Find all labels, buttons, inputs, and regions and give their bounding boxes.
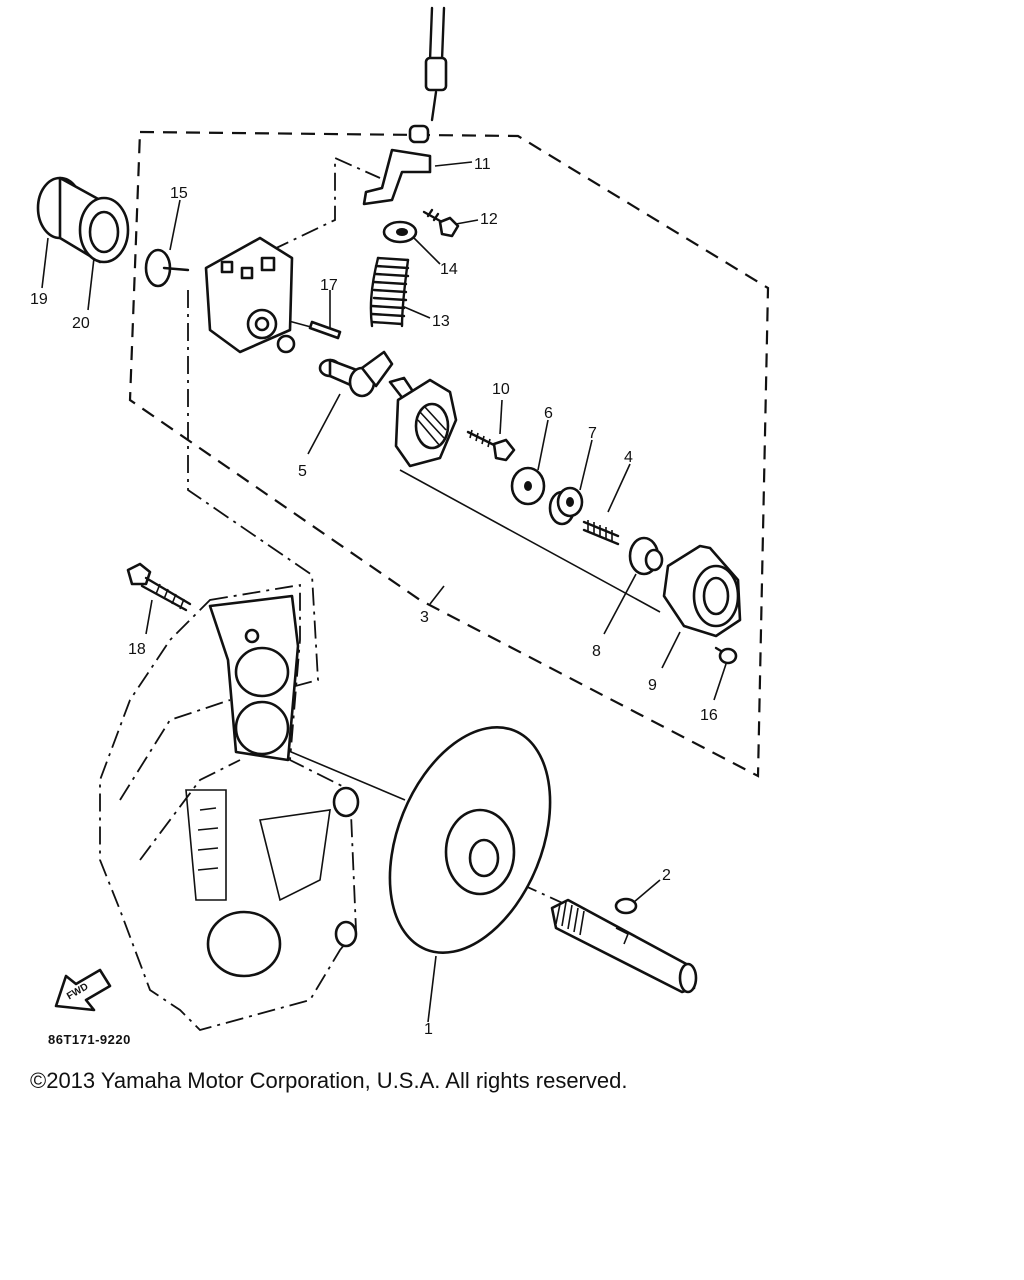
part-11-bracket bbox=[362, 148, 432, 206]
pump-housing bbox=[204, 236, 296, 354]
part-16-screw bbox=[714, 646, 738, 665]
copyright-notice: ©2013 Yamaha Motor Corporation, U.S.A. A… bbox=[30, 1068, 628, 1093]
callout-18: 18 bbox=[128, 641, 146, 658]
leader-lines bbox=[41, 161, 727, 1023]
callout-16: 16 bbox=[700, 707, 718, 724]
part-9-cover bbox=[662, 544, 742, 638]
part-6-washer bbox=[510, 466, 546, 506]
drive-shaft bbox=[550, 898, 698, 994]
part-10-bolt bbox=[466, 429, 516, 462]
part-14-seat bbox=[382, 220, 418, 244]
part-1-impeller-disc bbox=[388, 726, 552, 954]
callout-4: 4 bbox=[624, 449, 633, 466]
callout-17: 17 bbox=[320, 277, 338, 294]
assembly-boundary bbox=[128, 130, 770, 778]
part-4-spring bbox=[582, 520, 620, 546]
part-8-washer bbox=[628, 536, 664, 576]
callout-6: 6 bbox=[544, 405, 553, 422]
part-2-key bbox=[614, 897, 638, 915]
callout-3: 3 bbox=[420, 609, 429, 626]
callout-10: 10 bbox=[492, 381, 510, 398]
callout-13: 13 bbox=[432, 313, 450, 330]
fwd-arrow-icon: FWD bbox=[54, 968, 112, 1012]
throttle-cable bbox=[408, 6, 448, 144]
part-5-lever-shaft bbox=[318, 350, 394, 398]
callout-11: 11 bbox=[474, 156, 491, 173]
callout-2: 2 bbox=[662, 867, 671, 884]
callout-1: 1 bbox=[424, 1021, 433, 1038]
callout-20: 20 bbox=[72, 315, 90, 332]
callout-9: 9 bbox=[648, 677, 657, 694]
part-13-spring bbox=[369, 256, 410, 328]
engine-case bbox=[99, 583, 360, 1032]
callout-12: 12 bbox=[480, 211, 498, 228]
callout-8: 8 bbox=[592, 643, 601, 660]
callout-7: 7 bbox=[588, 425, 597, 442]
exploded-parts-diagram: FWD 11 12 14 13 17 15 19 20 5 10 6 bbox=[30, 6, 770, 1047]
part-15-washer bbox=[144, 248, 190, 288]
part-7-collar bbox=[548, 486, 584, 526]
part-12-bolt bbox=[422, 208, 460, 238]
drawing-code: 86T171-9220 bbox=[48, 1032, 131, 1047]
pump-body bbox=[388, 376, 458, 468]
callout-15: 15 bbox=[170, 185, 188, 202]
callout-14: 14 bbox=[440, 261, 458, 278]
callout-labels: 11 12 14 13 17 15 19 20 5 10 6 7 4 8 9 1… bbox=[30, 156, 718, 1038]
part-17-pin bbox=[308, 320, 342, 340]
part-18-bolt bbox=[126, 562, 192, 612]
callout-5: 5 bbox=[298, 463, 307, 480]
callout-19: 19 bbox=[30, 291, 48, 308]
part-20-grommet bbox=[78, 196, 130, 264]
